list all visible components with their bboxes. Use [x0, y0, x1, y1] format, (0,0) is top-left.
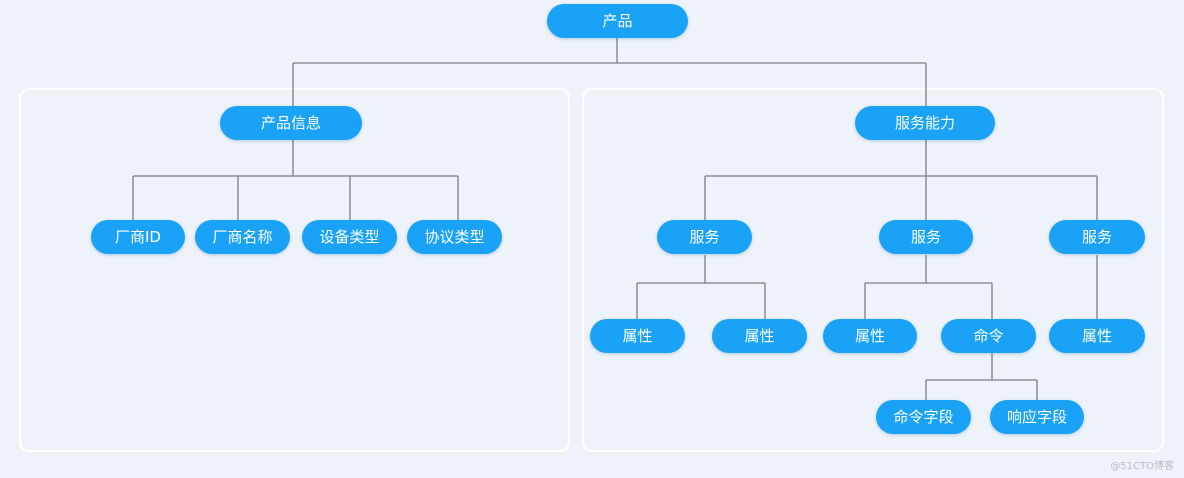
protocol-type-node[interactable]: 协议类型	[407, 220, 502, 254]
root-node[interactable]: 产品	[547, 4, 688, 38]
property-node-1[interactable]: 属性	[590, 319, 685, 353]
watermark-text: @51CTO博客	[1110, 461, 1174, 472]
service-capability-panel	[582, 88, 1164, 452]
service-node-3[interactable]: 服务	[1049, 220, 1145, 254]
command-field-node[interactable]: 命令字段	[876, 400, 971, 434]
command-node[interactable]: 命令	[941, 319, 1036, 353]
vendor-id-node[interactable]: 厂商ID	[91, 220, 185, 254]
property-node-3[interactable]: 属性	[823, 319, 917, 353]
product-info-node[interactable]: 产品信息	[220, 106, 362, 140]
property-node-2[interactable]: 属性	[712, 319, 807, 353]
service-node-1[interactable]: 服务	[657, 220, 752, 254]
service-node-2[interactable]: 服务	[879, 220, 973, 254]
response-field-node[interactable]: 响应字段	[990, 400, 1084, 434]
property-node-4[interactable]: 属性	[1049, 319, 1145, 353]
product-info-panel	[19, 88, 570, 452]
vendor-name-node[interactable]: 厂商名称	[195, 220, 290, 254]
device-type-node[interactable]: 设备类型	[302, 220, 397, 254]
service-capability-node[interactable]: 服务能力	[855, 106, 995, 140]
